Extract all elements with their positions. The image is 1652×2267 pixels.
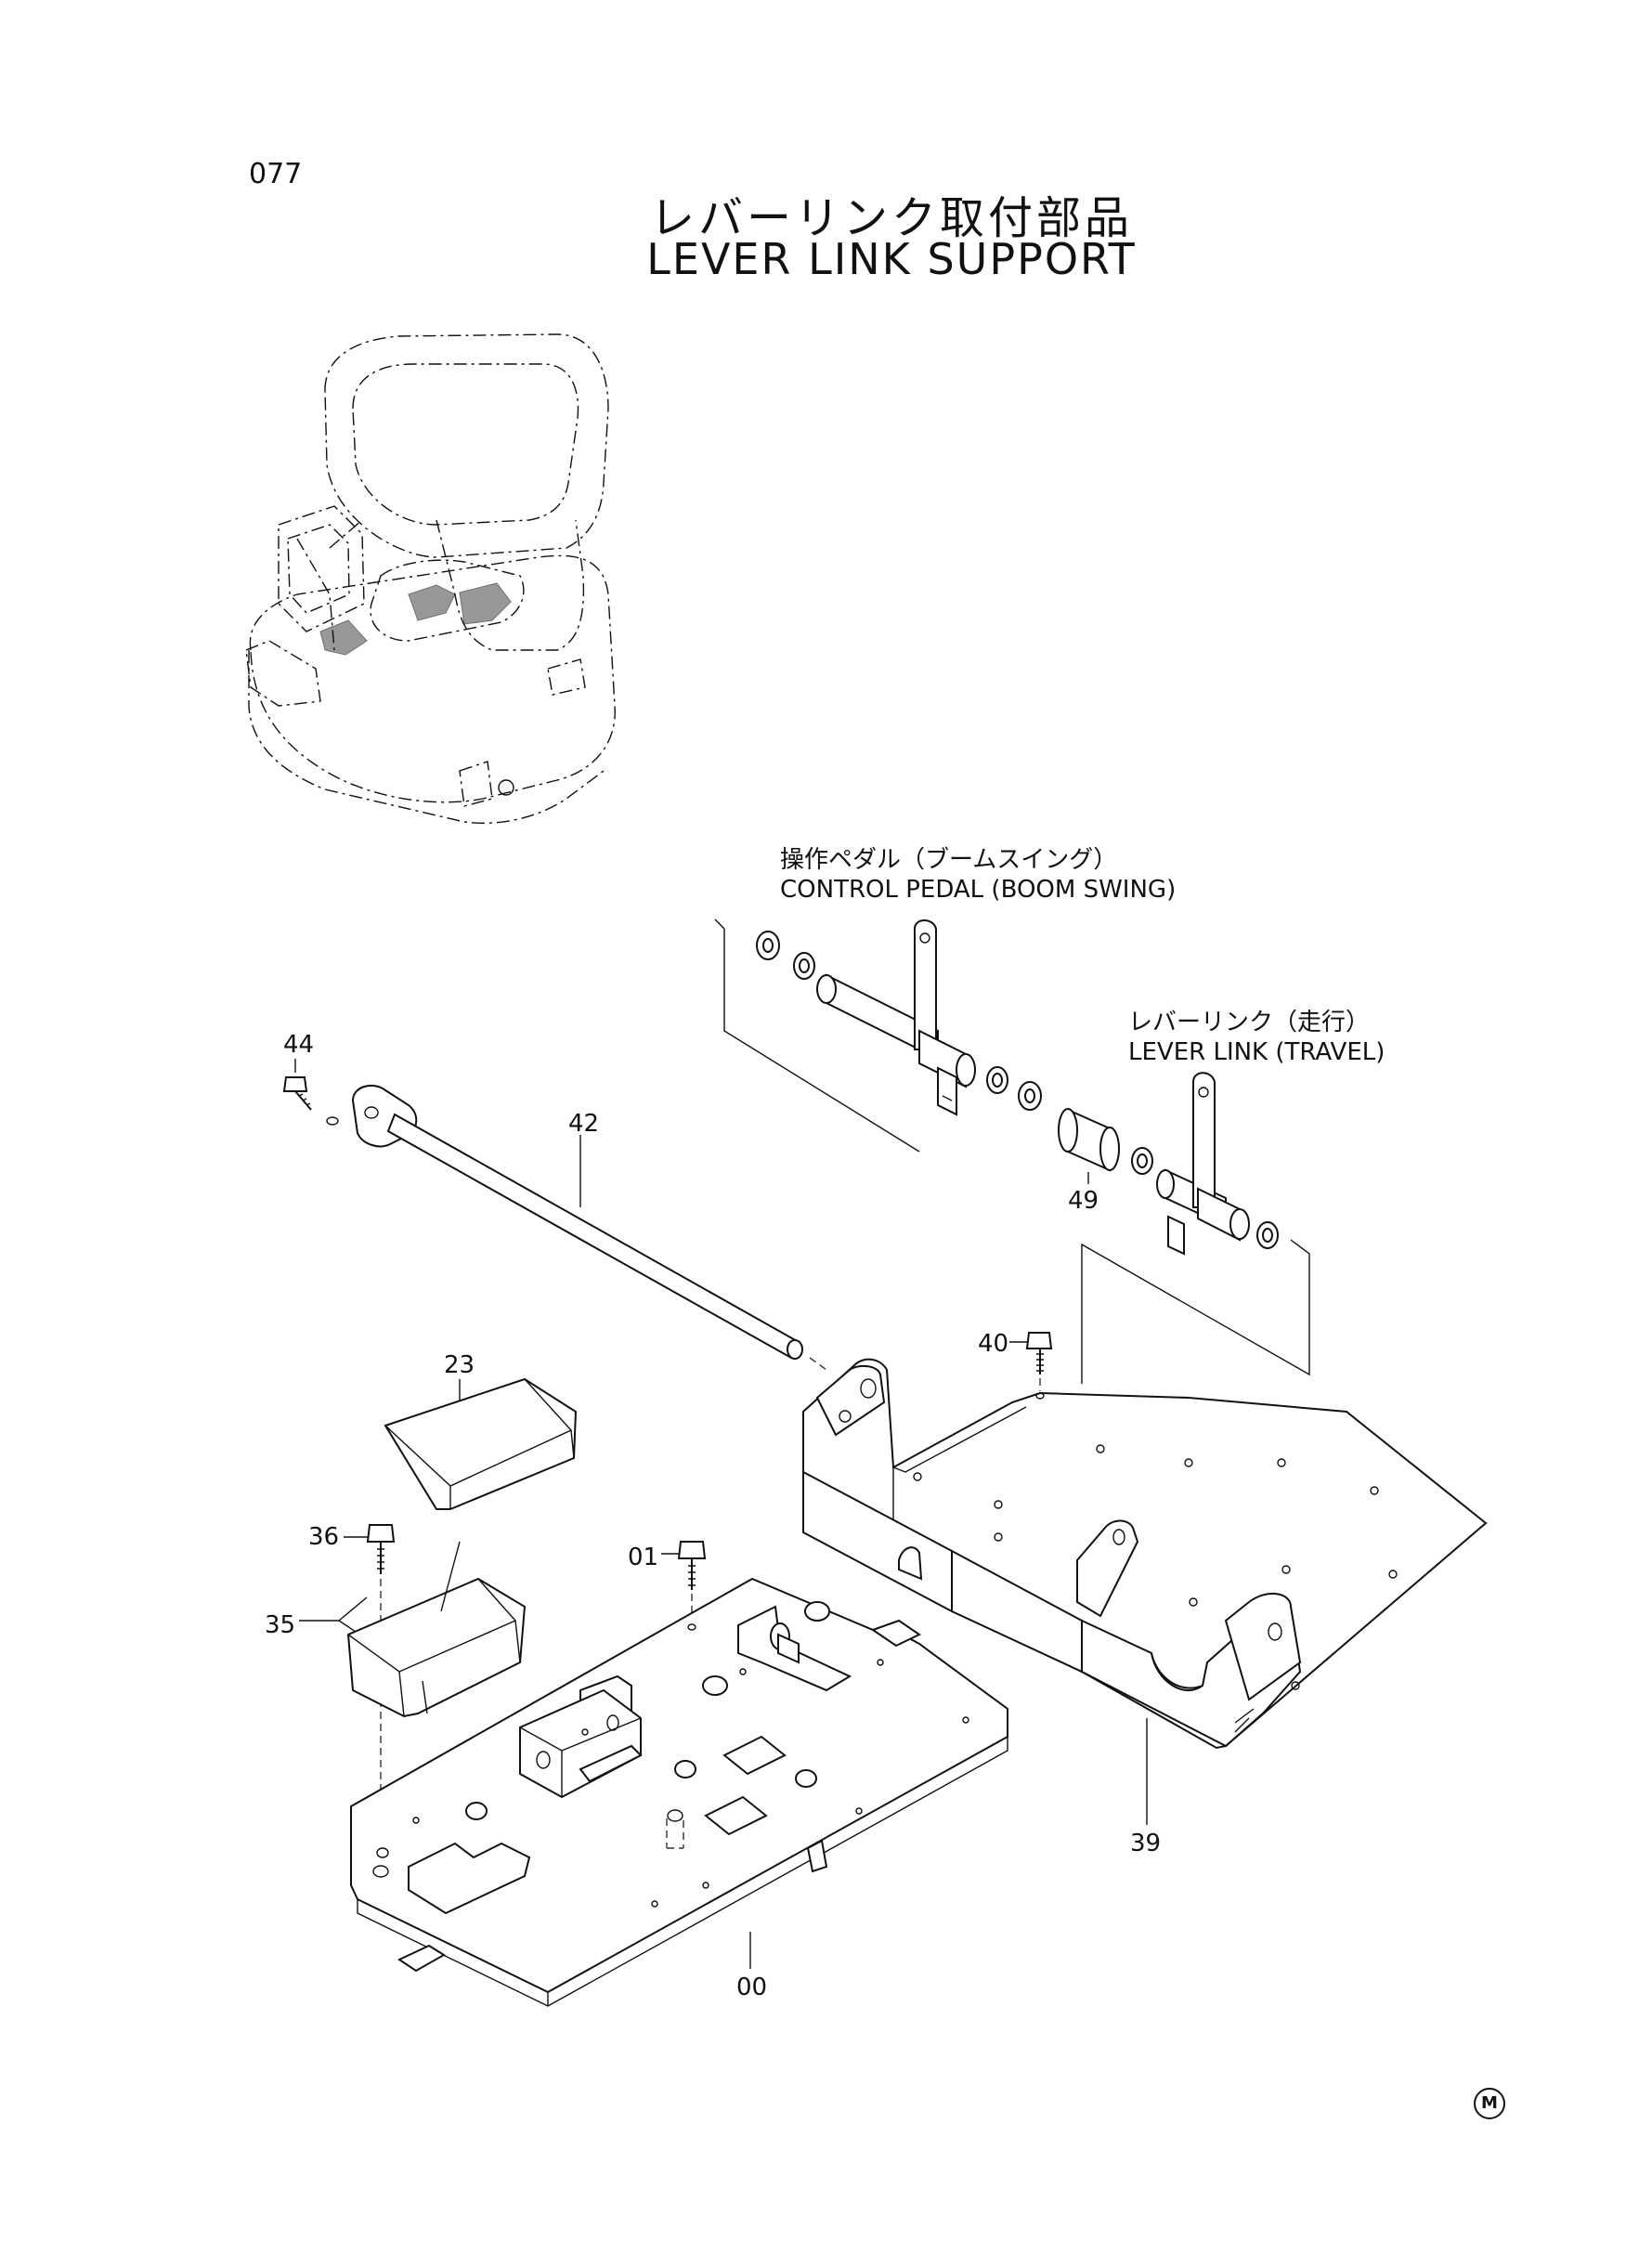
- caption-lever-link: レバーリンク（走行） LEVER LINK (TRAVEL): [1128, 1008, 1385, 1067]
- caption-control-pedal-en: CONTROL PEDAL (BOOM SWING): [780, 876, 1177, 904]
- callout-40: 40: [978, 1330, 1009, 1358]
- shaft-42: [353, 1086, 826, 1370]
- callout-36: 36: [308, 1523, 340, 1551]
- manufacturer-mark: M: [1474, 2088, 1505, 2119]
- callout-44: 44: [283, 1031, 315, 1059]
- title-english: LEVER LINK SUPPORT: [646, 234, 1137, 284]
- caption-control-pedal-jp: 操作ペダル（ブームスイング）: [780, 846, 1118, 874]
- lever-link-assembly: [1082, 1073, 1309, 1384]
- bolt-44: [284, 1059, 338, 1125]
- title-japanese: レバーリンク取付部品: [649, 192, 1133, 244]
- callout-35: 35: [265, 1611, 296, 1639]
- page-number: 077: [249, 158, 303, 190]
- collar-49: [1059, 1109, 1119, 1184]
- control-pedal-assembly: [715, 919, 1041, 1152]
- callout-01: 01: [628, 1544, 659, 1571]
- machine-overview-illustration: [246, 334, 615, 823]
- caption-lever-link-jp: レバーリンク（走行）: [1128, 1009, 1371, 1036]
- base-plate-00: [351, 1579, 1008, 2006]
- caption-control-pedal: 操作ペダル（ブームスイング） CONTROL PEDAL (BOOM SWING…: [780, 845, 1176, 905]
- callout-42: 42: [568, 1110, 600, 1138]
- callout-23: 23: [444, 1351, 475, 1379]
- cover-35: [299, 1542, 525, 1716]
- caption-lever-link-en: LEVER LINK (TRAVEL): [1128, 1038, 1385, 1066]
- callout-00: 00: [736, 1974, 768, 2001]
- bracket-39: [803, 1360, 1486, 1825]
- cover-23: [385, 1379, 576, 1509]
- callout-39: 39: [1130, 1830, 1162, 1857]
- bolt-40: [1009, 1333, 1051, 1399]
- callout-49: 49: [1068, 1187, 1099, 1215]
